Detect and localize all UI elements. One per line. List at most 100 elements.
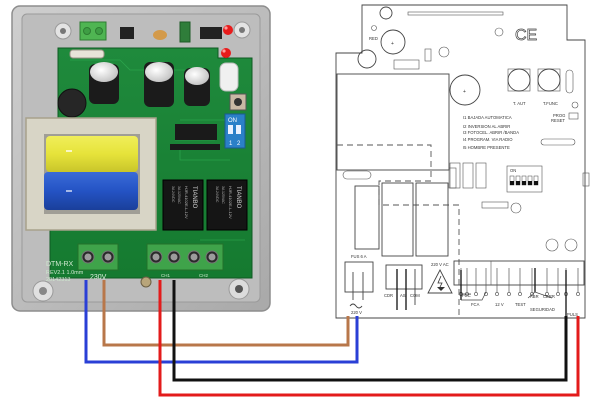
ac-symbol — [349, 303, 363, 309]
dashed-region — [337, 144, 460, 318]
relay-model: HJR-4102E-L-12V — [184, 186, 189, 219]
electrolytic-capacitor — [89, 62, 119, 104]
security-switch-symbol — [527, 291, 553, 299]
plus-mark: + — [391, 41, 394, 47]
top-slot — [407, 11, 504, 16]
connector-outline — [582, 172, 590, 187]
terminal-pin[interactable] — [545, 292, 549, 296]
transformer-coil-yellow — [46, 136, 138, 172]
led-outline — [545, 238, 559, 252]
relay-rating: 3A 125VAC — [177, 186, 181, 204]
t-func-potentiometer[interactable] — [537, 68, 561, 92]
low-voltage-terminal-strip — [453, 260, 585, 286]
terminal-pin[interactable] — [495, 292, 499, 296]
power-terminal-block[interactable] — [77, 243, 119, 271]
dip-key-lever — [516, 181, 520, 185]
t-aut-label: T. AUT — [513, 101, 526, 106]
dip-on-label: ON — [228, 118, 237, 124]
ch2-label: CH2 — [199, 273, 208, 278]
mounting-post — [54, 22, 72, 40]
fca-label: FCA — [471, 302, 480, 307]
led-outline — [564, 238, 578, 252]
tact-switch-button[interactable] — [234, 98, 242, 106]
pin-header — [200, 27, 222, 39]
electrolytic-capacitor — [144, 62, 174, 107]
transformer — [25, 117, 157, 231]
puls-label: PULS — [567, 312, 578, 317]
prog-reset-button[interactable] — [568, 112, 579, 120]
terminal-pin[interactable] — [556, 292, 560, 296]
led-red — [221, 48, 231, 58]
electrolytic-capacitor — [184, 67, 210, 106]
dip-key-lever — [534, 181, 538, 185]
terminal-pin[interactable] — [518, 292, 522, 296]
terminal-pin[interactable] — [507, 292, 511, 296]
mounting-post — [233, 21, 251, 39]
learn-button-cap[interactable] — [219, 62, 239, 92]
channel-terminal-block[interactable] — [146, 243, 224, 271]
relay-brand: TIANBO — [235, 186, 241, 209]
component-outline — [571, 101, 579, 109]
control-dip-switch[interactable]: ON — [506, 165, 543, 193]
inductor — [179, 21, 191, 43]
mains-ac-label: 220 V AC — [431, 262, 449, 267]
wire-black — [172, 280, 568, 382]
abr-label: ABR — [530, 294, 539, 299]
oval-component — [342, 170, 372, 180]
terminal-pins — [459, 268, 580, 316]
as-label: AS — [400, 293, 406, 298]
ceramic-capacitor — [153, 30, 167, 40]
dip-legend: I1 BAJADA AUTOMATICA I2 INVERSION AL ABR… — [463, 115, 519, 150]
mounting-post — [228, 278, 250, 300]
t-func-label: T.FUNC — [543, 101, 558, 106]
mains-label: 220 V — [351, 310, 362, 315]
connector-outline — [481, 201, 509, 209]
receiver-dip-switch[interactable]: ON 1 2 — [224, 113, 246, 149]
led-outline — [510, 202, 522, 214]
mounting-hole — [379, 6, 393, 20]
fcc-label: FCC — [462, 293, 471, 298]
terminal-pin[interactable] — [576, 292, 580, 296]
t-aut-potentiometer[interactable] — [507, 68, 531, 92]
ic-chip — [175, 124, 217, 140]
v12-label: 12 V — [495, 302, 504, 307]
oval-component — [565, 69, 574, 94]
wire-blue — [84, 280, 359, 364]
model-label: DTM-RX — [46, 261, 74, 268]
component-outline — [462, 162, 474, 189]
pin-header — [120, 27, 134, 39]
dip-legend-item: I3 FOTOCEL. ABRIR /BANDA — [463, 130, 519, 135]
resistor — [69, 49, 105, 59]
dip-legend-item: I1 BAJADA AUTOMATICA — [463, 115, 512, 120]
plus-mark: + — [463, 89, 466, 95]
relay-rating-dc: 3A 24VDC — [171, 186, 175, 203]
capacitor-outline — [380, 29, 406, 55]
relay: TIANBO HJR-4102E-L-12V 3A 125VAC 3A 24VD… — [162, 179, 204, 231]
dip-position-1: 1 — [229, 141, 233, 147]
dip-key-lever — [528, 181, 532, 185]
wires — [84, 280, 580, 397]
terminal-pin[interactable] — [474, 292, 478, 296]
board-outline — [335, 4, 586, 319]
connector-outline — [357, 49, 377, 69]
dip-key-lever — [522, 181, 526, 185]
relay: TIANBO HJR-4102E-L-12V 3A 125VAC 3A 24VD… — [206, 179, 248, 231]
led-red — [223, 25, 233, 35]
fuse-label: FUS 6 A — [351, 254, 367, 259]
component-outline — [424, 48, 432, 62]
cerr-label: CERR — [543, 294, 555, 299]
component-outline — [449, 162, 461, 189]
security-label: SEGURIDAD — [530, 307, 555, 312]
power-terminal-label: 230V — [90, 274, 107, 281]
dip-key-lever — [510, 181, 514, 185]
cdr-label: CDR — [384, 293, 393, 298]
ce-mark: CE — [515, 27, 537, 44]
component-outline — [438, 46, 450, 58]
antenna-terminal — [79, 21, 107, 41]
prog-label: PROG — [553, 113, 565, 118]
red-label: RED — [369, 36, 378, 41]
board-screw — [140, 276, 152, 288]
fuse-block — [344, 261, 374, 293]
connector-outline — [393, 59, 420, 70]
